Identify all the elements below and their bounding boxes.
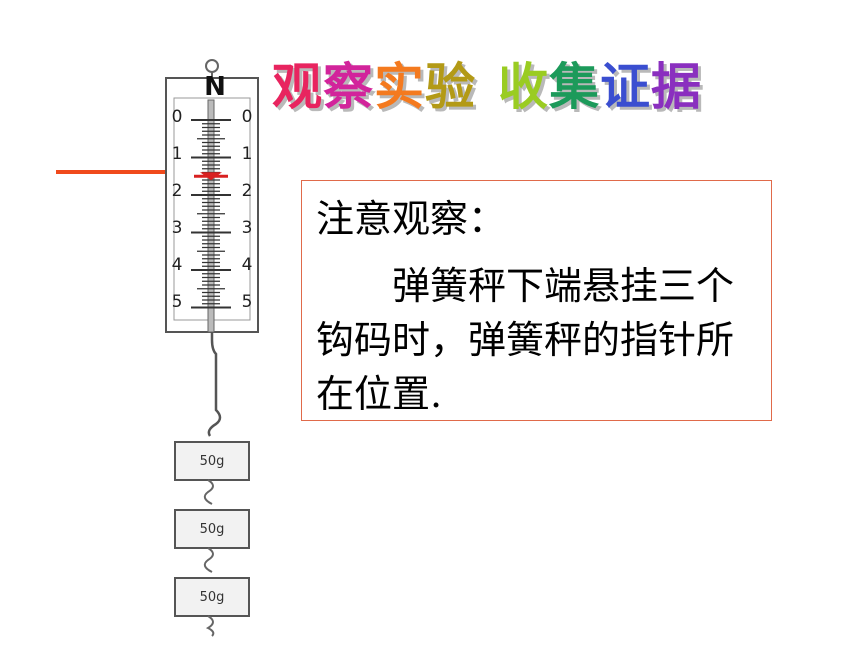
left-tick-5: 5 <box>171 292 183 312</box>
pointer-tip <box>200 172 222 181</box>
slide-title: 观察实验收集证据 <box>272 52 702 122</box>
right-tick-5: 5 <box>241 292 253 312</box>
weight-label-3: 50g <box>199 590 225 605</box>
hanging-ring <box>205 59 219 73</box>
title-char-2: 察 <box>323 58 374 116</box>
weight-3 <box>174 577 250 617</box>
note-body: 弹簧秤下端悬挂三个钩码时，弹簧秤的指针所在位置. <box>316 264 735 416</box>
right-tick-3: 3 <box>241 218 253 238</box>
left-tick-1: 1 <box>171 144 183 164</box>
right-tick-4: 4 <box>241 255 253 275</box>
weight-label-2: 50g <box>199 522 225 537</box>
right-tick-1: 1 <box>241 144 253 164</box>
left-tick-4: 4 <box>171 255 183 275</box>
scale-ticks <box>191 119 231 309</box>
title-char-3: 实 <box>374 58 425 116</box>
title-char-5: 收 <box>498 58 549 116</box>
left-tick-2: 2 <box>171 181 183 201</box>
scale-pointer <box>194 172 228 181</box>
weight-2 <box>174 509 250 549</box>
title-char-1: 观 <box>272 58 323 116</box>
right-tick-0: 0 <box>241 107 253 127</box>
title-char-6: 集 <box>549 58 600 116</box>
title-char-7: 证 <box>600 58 651 116</box>
scale-unit-label: N <box>204 72 226 102</box>
right-tick-2: 2 <box>241 181 253 201</box>
hook-wire <box>207 332 222 437</box>
weight-1 <box>174 441 250 481</box>
spring-scale-illustration <box>165 59 259 637</box>
weight-label-1: 50g <box>199 454 225 469</box>
title-char-4: 验 <box>425 58 476 116</box>
left-tick-3: 3 <box>171 218 183 238</box>
note-heading: 注意观察： <box>316 197 507 241</box>
title-char-8: 据 <box>651 58 702 116</box>
left-tick-0: 0 <box>171 107 183 127</box>
observation-note-box: 注意观察： 弹簧秤下端悬挂三个钩码时，弹簧秤的指针所在位置. <box>301 180 772 421</box>
